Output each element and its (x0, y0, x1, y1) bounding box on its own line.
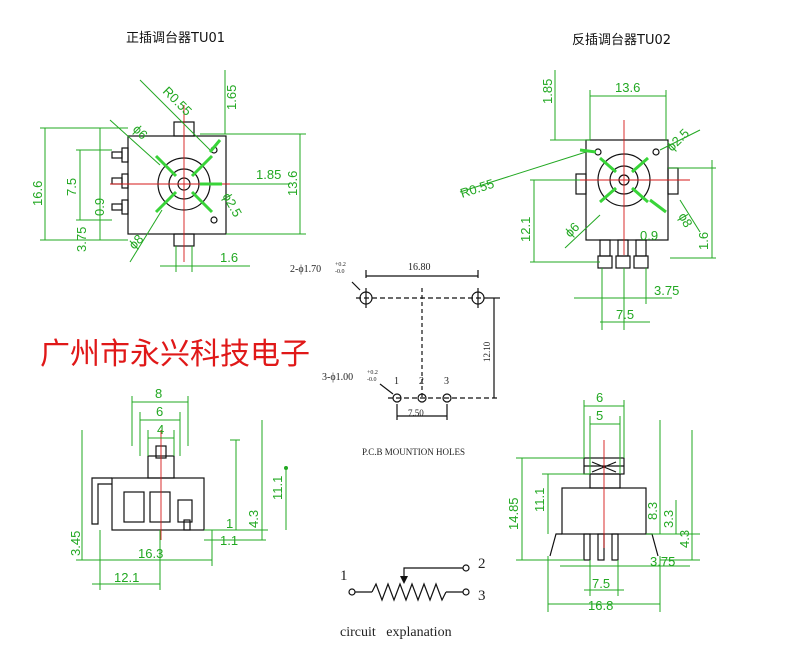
circuit-caption: circuit explanation (340, 625, 452, 640)
tu02-side-dim-6: 6 (596, 390, 603, 405)
tu01-side-dim-6: 6 (156, 404, 163, 419)
tu02-side-dim-375: 3.75 (650, 554, 675, 569)
tu01-side-dim-1: 1 (226, 516, 233, 531)
tu01-side-dim-8: 8 (155, 386, 162, 401)
tu02-side-dim-83: 8.3 (645, 502, 660, 520)
pcb-pin-spacing: 7.50 (408, 408, 424, 418)
tu02-top-view: 1.85 13.6 ϕ2.5 R0.55 12.1 ϕ6 0.9 ϕ8 1.6 … (458, 70, 716, 330)
tu02-dim-375: 3.75 (654, 283, 679, 298)
tu02-side-dim-5: 5 (596, 408, 603, 423)
tu01-top-view: R0.55 ϕ6 1.65 16.6 7.5 0.9 3.75 1.85 13.… (30, 70, 306, 272)
company-name: 广州市永兴科技电子 (40, 337, 310, 372)
tu02-side-dim-33: 3.3 (661, 510, 676, 528)
pcb-hole3-tol-bot: -0.0 (367, 377, 377, 383)
tu02-dim-d8: ϕ8 (675, 210, 695, 230)
tu02-side-dim-1485: 14.85 (506, 497, 521, 530)
title-tu01: 正插调台器TU01 (126, 31, 225, 46)
circuit-pin1: 1 (340, 568, 348, 584)
tu02-dim-r055: R0.55 (458, 176, 496, 201)
circuit-pin2: 2 (478, 556, 486, 572)
tu02-dim-185: 1.85 (540, 79, 555, 104)
tu01-dim-185: 1.85 (256, 167, 281, 182)
tu02-side-view: 6 5 14.85 11.1 8.3 3.3 4.3 3.75 7.5 16.8 (506, 390, 700, 613)
pcb-spacing-top: 16.80 (408, 262, 431, 273)
pcb-pin3: 3 (444, 376, 449, 387)
pcb-mounting-holes: 2-ϕ1.70 +0.2 -0.0 16.80 12.10 3-ϕ1.00 +0… (290, 262, 500, 457)
tu01-dim-75: 7.5 (64, 178, 79, 196)
tu01-dim-09: 0.9 (92, 198, 107, 216)
tu02-dim-16: 1.6 (696, 232, 711, 250)
tu02-side-dim-168: 16.8 (588, 598, 613, 613)
tu01-dim-d25: ϕ2.5 (219, 190, 245, 219)
pcb-hole3-tol-top: +0.2 (367, 370, 378, 376)
pcb-pin1: 1 (394, 376, 399, 387)
tu01-dim-165: 1.65 (224, 85, 239, 110)
tu02-side-dim-111: 11.1 (532, 488, 547, 512)
tu01-side-dim-121: 12.1 (114, 570, 139, 585)
tu01-side-dim-163: 16.3 (138, 546, 163, 561)
pcb-hole3-label: 3-ϕ1.00 (322, 372, 353, 383)
tu02-dim-136: 13.6 (615, 80, 640, 95)
tu01-side-dim-345: 3.45 (68, 531, 83, 556)
tu01-dim-r055: R0.55 (160, 84, 195, 119)
circuit-pin3: 3 (478, 588, 486, 604)
tu01-dim-136: 13.6 (285, 171, 300, 196)
tu01-dim-166: 16.6 (30, 181, 45, 206)
pcb-hole2-tol-top: +0.2 (335, 262, 346, 268)
tu02-dim-75: 7.5 (616, 307, 634, 322)
tu02-side-dim-75: 7.5 (592, 576, 610, 591)
pcb-spacing-vertical: 12.10 (482, 341, 492, 362)
tu01-side-dim-43: 4.3 (246, 510, 261, 528)
circuit-diagram: 1 2 3 circuit explanation (340, 556, 486, 640)
tu02-dim-121: 12.1 (518, 217, 533, 242)
tu01-side-dim-11: 1.1 (220, 533, 238, 548)
tu01-side-view: 8 6 4 11.1 3.45 4.3 1 1.1 16.3 12.1 (68, 386, 288, 590)
title-tu02: 反插调台器TU02 (572, 33, 671, 48)
pcb-hole2-tol-bot: -0.0 (335, 269, 345, 275)
pcb-hole2-label: 2-ϕ1.70 (290, 264, 321, 275)
tu02-side-dim-43: 4.3 (677, 530, 692, 548)
tu02-dim-d6: ϕ6 (562, 219, 583, 240)
tu01-side-dim-4: 4 (157, 422, 164, 437)
tu02-dim-09: 0.9 (640, 228, 658, 243)
tu01-side-dim-111: 11.1 (270, 476, 285, 500)
tu01-dim-375: 3.75 (74, 227, 89, 252)
tu01-dim-d6: ϕ6 (130, 122, 151, 143)
tu01-dim-16: 1.6 (220, 250, 238, 265)
pcb-pin2: 2 (419, 376, 424, 387)
pcb-caption: P.C.B MOUNTION HOLES (362, 447, 465, 457)
